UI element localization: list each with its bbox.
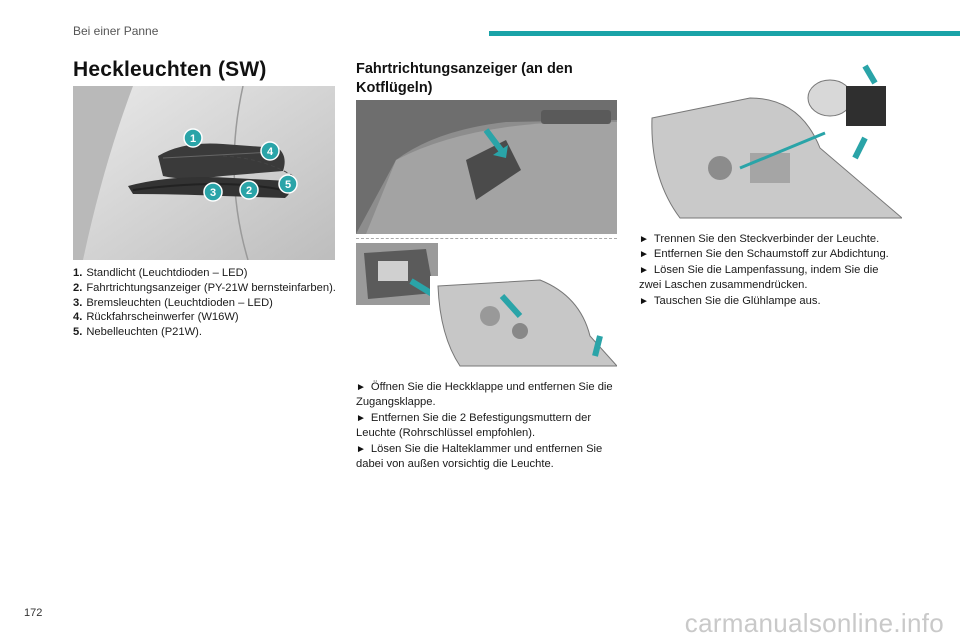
list-item: ►Öffnen Sie die Heckklappe und entfernen… [356,381,613,409]
svg-text:5: 5 [285,179,291,191]
list-item: 5.Nebelleuchten (P21W). [73,326,203,339]
svg-text:2: 2 [246,185,252,197]
bullet-arrow-icon: ► [639,264,649,276]
bulb-list: 1.Standlicht (Leuchtdioden – LED) 2.Fahr… [73,266,343,340]
callout-4: 4 [260,141,280,161]
list-item: 2.Fahrtrichtungsanzeiger (PY-21W bernste… [73,281,336,294]
list-item: ►Entfernen Sie die 2 Befestigungsmuttern… [356,411,592,440]
bullet-arrow-icon: ► [356,443,366,455]
lamp-nuts-illustration [430,276,617,372]
middle-heading: Fahrtrichtungsanzeiger (an den Kotflügel… [356,61,573,96]
access-panel-inset [356,243,438,305]
watermark: carmanualsonline.info [684,608,944,638]
bullet-arrow-icon: ► [356,382,366,393]
bullet-arrow-icon: ► [639,234,649,245]
list-item: ►Tauschen Sie die Glühlampe aus. [639,294,821,307]
left-heading: Heckleuchten (SW) [73,58,267,81]
tailgate-illustration [356,100,617,234]
dashed-divider [356,238,617,239]
header-accent-bar [489,31,960,36]
bullet-arrow-icon: ► [639,295,649,307]
callout-2: 2 [239,180,259,200]
bullet-arrow-icon: ► [356,412,366,424]
list-item: ►Lösen Sie die Halteklammer und entferne… [356,442,603,471]
list-item: ►Entfernen Sie den Schaumstoff zur Abdic… [639,248,889,261]
list-item: ►Lösen Sie die Lampenfassung, indem Sie … [639,263,879,292]
callout-markers: 1 2 3 4 5 [183,128,298,202]
list-item: 4.Rückfahrscheinwerfer (W16W) [73,311,239,324]
tail-light-illustration: 1 2 3 4 5 [73,86,335,260]
section-title: Bei einer Panne [73,24,159,38]
right-steps: ►Trennen Sie den Steckverbinder der Leuc… [639,232,901,309]
svg-text:1: 1 [190,133,196,145]
list-item: ►Trennen Sie den Steckverbinder der Leuc… [639,233,880,245]
callout-5: 5 [278,174,298,194]
lamp-holder-illustration [640,58,902,224]
bullet-arrow-icon: ► [639,249,649,261]
list-item: 1.Standlicht (Leuchtdioden – LED) [73,267,248,279]
middle-steps: ►Öffnen Sie die Heckklappe und entfernen… [356,380,616,472]
svg-text:4: 4 [267,146,274,158]
list-item: 3.Bremsleuchten (Leuchtdioden – LED) [73,296,273,309]
callout-1: 1 [183,128,203,148]
svg-text:3: 3 [210,187,216,199]
callout-3: 3 [203,182,223,202]
page-number: 172 [24,607,43,619]
